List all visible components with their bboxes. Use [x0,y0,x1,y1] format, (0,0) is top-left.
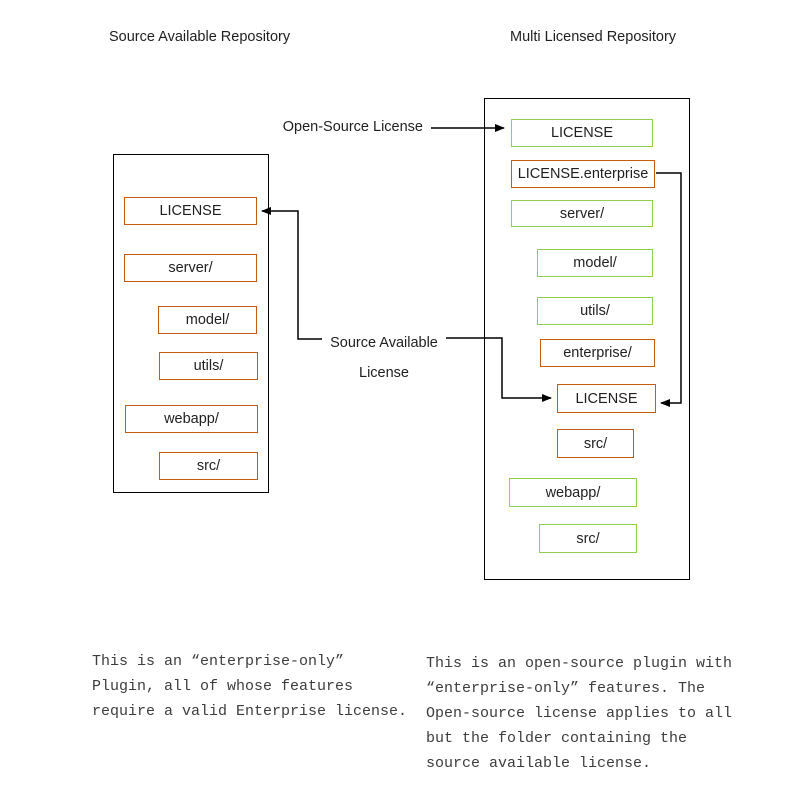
file-box-src: src/ [159,452,258,480]
source-available-license-label: Source Available License [322,328,446,388]
file-box-server: server/ [124,254,257,282]
file-box-model: model/ [158,306,257,334]
file-box-src: src/ [557,429,634,458]
file-box-license: LICENSE [511,119,653,147]
left-caption-line: Plugin, all of whose features [92,678,354,695]
source-available-license-label-line1: Source Available [330,335,438,351]
open-source-license-label: Open-Source License [281,119,423,135]
left-caption-line: This is an “enterprise-only” [92,653,345,670]
file-box-license: LICENSE [124,197,257,225]
file-box-server: server/ [511,200,653,227]
right-caption-line: This is an open-source plugin with [426,655,733,672]
file-box-webapp: webapp/ [125,405,258,433]
right-caption-line: “enterprise-only” features. The [426,680,706,697]
source-available-to-left-license-connector [261,207,339,340]
right-caption-line: source available license. [426,755,652,772]
right-caption: This is an open-source plugin with “enter… [426,651,732,776]
file-box-webapp: webapp/ [509,478,637,507]
file-box-model: model/ [537,249,653,277]
file-box-enterprise: enterprise/ [540,339,655,367]
file-box-license: LICENSE [557,384,656,413]
file-box-license.enterprise: LICENSE.enterprise [511,160,655,188]
file-box-src: src/ [539,524,637,553]
left-repo-title: Source Available Repository [109,29,291,45]
right-caption-line: Open-source license applies to all [426,705,733,722]
right-repo-title: Multi Licensed Repository [510,29,677,45]
left-caption-line: require a valid Enterprise license. [92,703,408,720]
file-box-utils: utils/ [537,297,653,325]
file-box-utils: utils/ [159,352,258,380]
source-available-license-label-line2: License [359,365,409,381]
right-caption-line: but the folder containing the [426,730,688,747]
left-caption: This is an “enterprise-only” Plugin, all … [92,649,407,724]
